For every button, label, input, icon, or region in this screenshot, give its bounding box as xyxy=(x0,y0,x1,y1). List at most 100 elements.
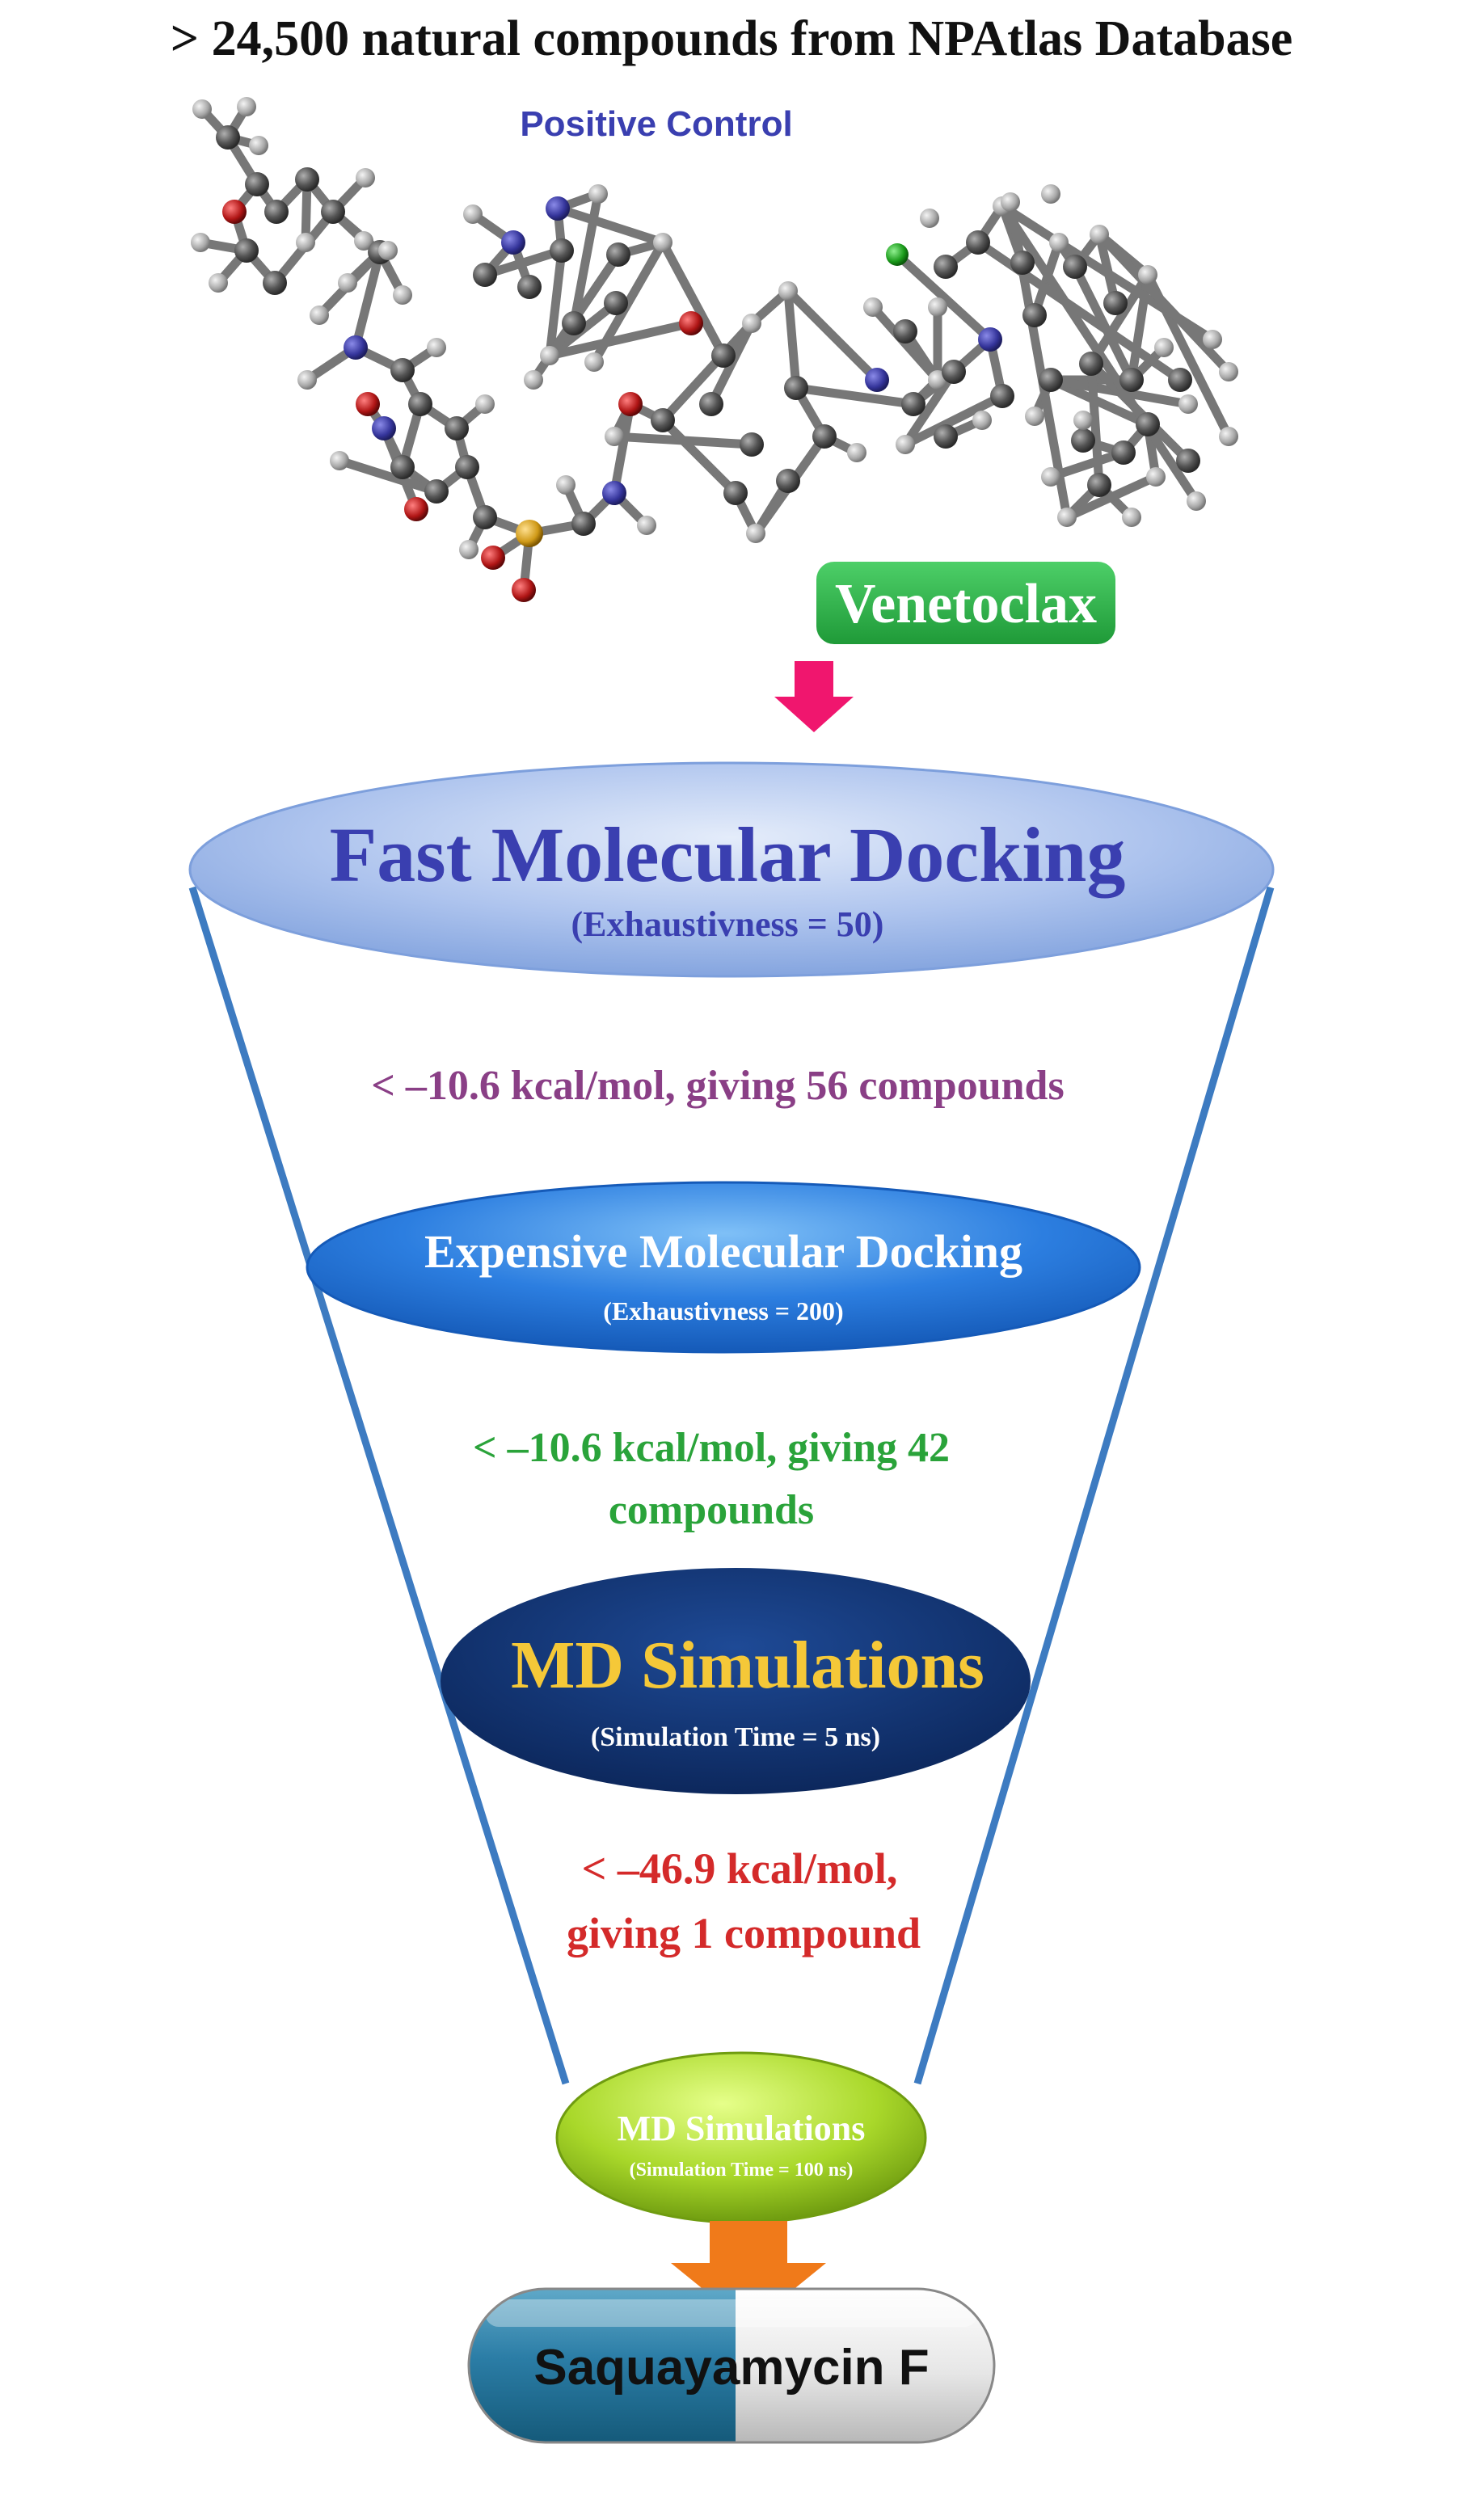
molecule-atom-n xyxy=(602,481,626,505)
molecule-atom-h xyxy=(746,524,765,543)
stage1-subtitle: (Exhaustivness = 50) xyxy=(571,904,884,944)
filter1-text: < –10.6 kcal/mol, giving 56 compounds xyxy=(371,1063,1064,1109)
molecule-atom-c xyxy=(1039,368,1063,392)
molecule-atom-c xyxy=(1111,440,1136,465)
molecule-atom-c xyxy=(234,238,259,263)
molecule-atom-c xyxy=(445,416,469,440)
molecule-atom-h xyxy=(1073,411,1093,430)
molecule-atom-h xyxy=(928,297,947,317)
molecule-atom-h xyxy=(637,516,656,535)
molecule-atom-c xyxy=(390,358,415,382)
molecule-atom-c xyxy=(606,242,630,267)
venetoclax-label: Venetoclax xyxy=(835,573,1097,635)
molecule-atom-o xyxy=(679,311,703,335)
molecule-bond xyxy=(1094,230,1233,377)
molecule-atom-h xyxy=(1146,467,1166,487)
molecule-atom-h xyxy=(1219,362,1238,381)
pink-down-arrow xyxy=(774,661,854,732)
molecule-atom-h xyxy=(972,411,992,430)
molecule-atom-o xyxy=(481,546,505,570)
stage1-title: Fast Molecular Docking xyxy=(330,811,1126,898)
molecule-atom-h xyxy=(310,306,329,325)
molecule-atom-c xyxy=(740,432,764,457)
result-label: Saquayamycin F xyxy=(533,2340,929,2396)
molecule-atom-h xyxy=(653,233,672,252)
filter2-line2: compounds xyxy=(609,1487,814,1533)
molecule-bond xyxy=(545,246,567,360)
molecule-atom-o xyxy=(356,392,380,416)
molecule-atom-h xyxy=(778,281,798,301)
molecule-bond xyxy=(1062,472,1161,522)
molecule-bond xyxy=(783,286,882,385)
molecule-atom-h xyxy=(605,427,624,446)
molecule-atom-c xyxy=(990,384,1014,408)
molecule-atom-c xyxy=(424,479,449,504)
molecule-atom-c xyxy=(893,319,917,343)
molecule-atom-h xyxy=(1187,491,1206,511)
molecule-atom-c xyxy=(784,376,808,400)
molecule-bond xyxy=(658,318,757,425)
stage2-subtitle: (Exhaustivness = 200) xyxy=(603,1296,843,1325)
molecule-atom-h xyxy=(556,475,576,495)
molecule-atom-o xyxy=(618,392,643,416)
molecule-atom-h xyxy=(1122,508,1141,527)
molecule-atom-c xyxy=(942,360,966,384)
molecule-atom-c xyxy=(245,172,269,196)
stage-expensive-docking: Expensive Molecular Docking (Exhaustivne… xyxy=(306,1181,1141,1354)
molecule-atom-h xyxy=(1154,338,1174,357)
molecule-atom-h xyxy=(1219,427,1238,446)
molecule-atom-h xyxy=(393,285,412,305)
filter3-line2: giving 1 compound xyxy=(567,1909,921,1957)
molecule-atom-h xyxy=(1057,508,1077,527)
molecule-atom-h xyxy=(1090,225,1109,244)
molecule-bond xyxy=(658,238,728,360)
molecule-atom-n xyxy=(372,416,396,440)
venetoclax-molecule-model xyxy=(191,97,1238,602)
molecule-atom-h xyxy=(459,540,479,559)
molecule-atom-c xyxy=(571,512,596,536)
molecule-atom-o xyxy=(222,200,247,224)
molecule-atom-h xyxy=(297,370,317,390)
molecule-atom-c xyxy=(1168,368,1192,392)
molecule-bond xyxy=(609,399,635,498)
molecule-atom-h xyxy=(863,297,883,317)
molecule-atom-h xyxy=(427,338,446,357)
molecule-bond xyxy=(892,250,995,344)
molecule-atom-c xyxy=(517,275,542,299)
molecule-atom-c xyxy=(1176,449,1200,473)
molecule-atom-n xyxy=(546,196,570,221)
molecule-atom-h xyxy=(1001,192,1020,212)
molecule-atom-c xyxy=(776,469,800,493)
molecule-atom-h xyxy=(249,136,268,155)
molecule-atom-h xyxy=(524,370,543,390)
stage3-title: MD Simulations xyxy=(511,1628,984,1703)
molecule-atom-n xyxy=(978,327,1002,352)
stage4-subtitle: (Simulation Time = 100 ns) xyxy=(630,2160,854,2181)
molecule-atom-h xyxy=(209,273,228,293)
molecule-atom-c xyxy=(1010,251,1035,275)
molecule-bond xyxy=(658,415,740,498)
molecule-atom-c xyxy=(901,392,925,416)
molecule-atom-h xyxy=(1041,184,1060,204)
molecule-atom-h xyxy=(1025,407,1044,426)
molecule-atom-n xyxy=(344,335,368,360)
molecule-atom-h xyxy=(338,273,357,293)
molecule-atom-c xyxy=(1087,473,1111,497)
molecule-atom-h xyxy=(742,314,761,333)
molecule-atom-h xyxy=(588,184,608,204)
stage-md-100ns: MD Simulations (Simulation Time = 100 ns… xyxy=(555,2051,927,2224)
molecule-atom-h xyxy=(1049,233,1069,252)
molecule-atom-c xyxy=(699,392,723,416)
molecule-bond xyxy=(553,204,668,247)
molecule-bond xyxy=(997,201,1201,506)
molecule-atom-o xyxy=(512,578,536,602)
molecule-bond xyxy=(1046,375,1153,429)
molecule-atom-c xyxy=(934,255,958,279)
molecule-atom-c xyxy=(473,263,497,287)
molecule-atom-c xyxy=(1063,255,1087,279)
molecule-atom-h xyxy=(330,451,349,470)
molecule-atom-c xyxy=(408,392,432,416)
molecule-atom-h xyxy=(1041,467,1060,487)
molecule-atom-cl xyxy=(886,243,909,266)
